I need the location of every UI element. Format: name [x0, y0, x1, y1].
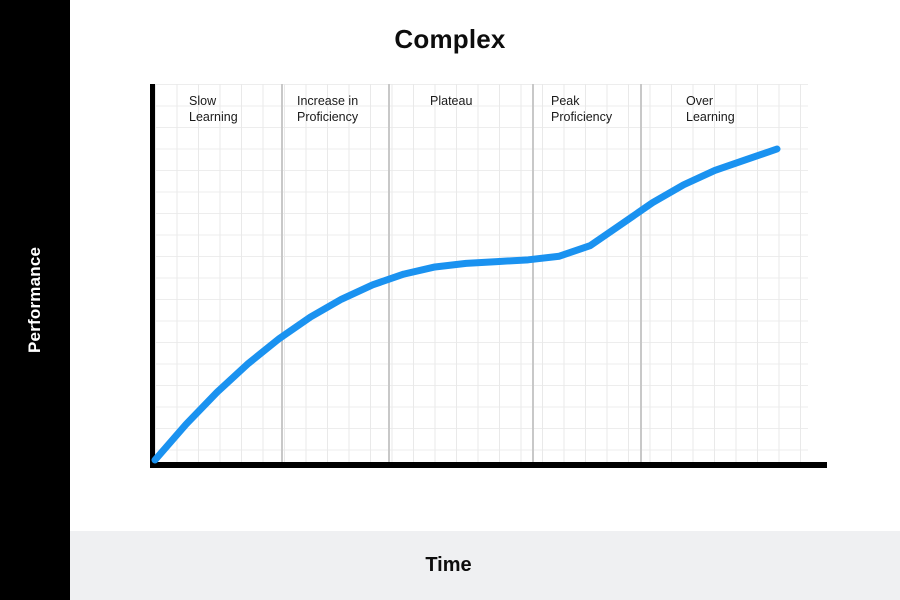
chart-title: Complex: [394, 24, 506, 54]
phase-divider-1: [281, 84, 283, 462]
phase-label-peak-proficiency: Peak Proficiency: [551, 94, 613, 124]
y-axis-line: [150, 84, 155, 468]
phase-label-plateau: Plateau: [430, 94, 473, 108]
phase-label-over-learning: Over Learning: [686, 94, 735, 124]
phase-divider-2: [388, 84, 390, 462]
y-axis-rail: [0, 0, 70, 600]
phase-divider-3: [532, 84, 534, 462]
x-axis-line: [150, 462, 827, 468]
phase-divider-4: [640, 84, 642, 462]
plot-grid-area: [155, 84, 808, 467]
x-axis-band: [70, 531, 900, 600]
phase-label-increase-in-proficiency: Increase in Proficiency: [297, 94, 359, 124]
phase-label-slow-learning: Slow Learning: [189, 94, 238, 124]
y-axis-title: Performance: [25, 246, 44, 354]
x-axis-title: Time: [425, 554, 472, 576]
